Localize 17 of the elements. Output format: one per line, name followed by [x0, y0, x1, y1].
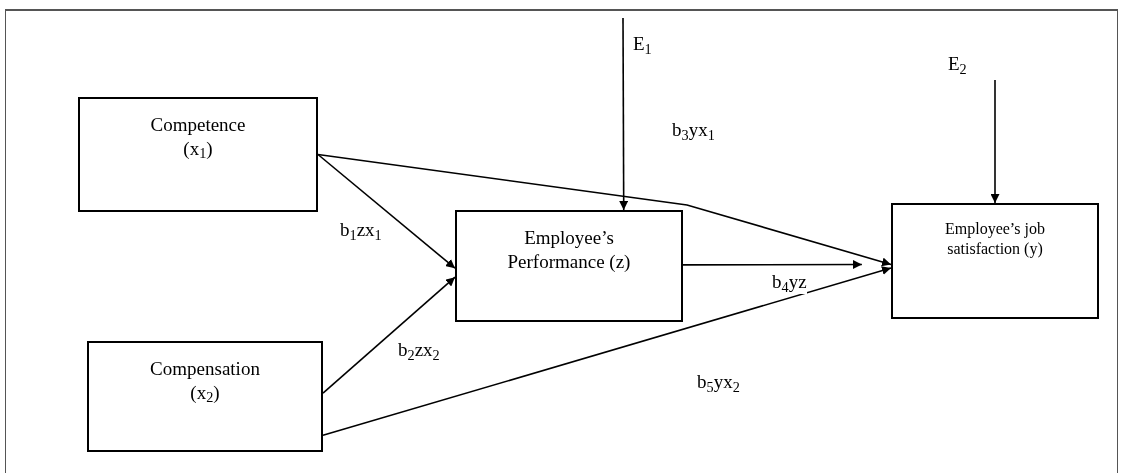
variable-name: Employee’s Performance (z) [506, 226, 632, 274]
variable-name: Competence (x$_{1}$) [149, 113, 247, 161]
variable-box [87, 341, 323, 452]
variable-box [455, 210, 683, 322]
arrow [990, 79, 1000, 204]
arrow [619, 17, 629, 211]
variable-box [78, 97, 318, 212]
variable-name: Compensation (x$_{2}$) [149, 357, 261, 405]
arrow [317, 153, 892, 267]
error-term-label: E$_{1}$ [633, 32, 652, 56]
arrow [322, 266, 892, 437]
variable-box [891, 203, 1099, 319]
error-term-label: E$_{2}$ [948, 52, 967, 76]
arrow [322, 276, 456, 394]
arrow [317, 153, 456, 270]
variable-name: Employee’s job satisfaction (y) [944, 219, 1046, 259]
arrow [682, 260, 863, 269]
